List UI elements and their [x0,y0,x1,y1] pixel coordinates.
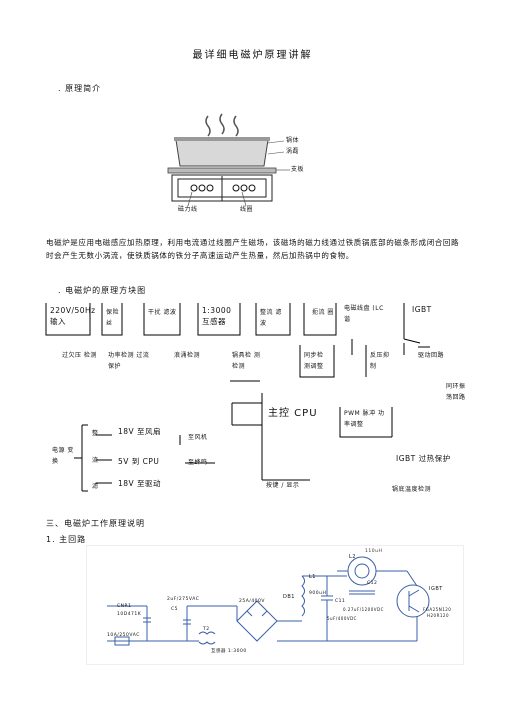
block-fuse: 保险 丝 [106,309,120,327]
sch-5uf: 5uF/400VDC [327,616,357,621]
main-circuit-schematic: 110uH L2 C12 IGBT L1 900uH DB1 25A/400V … [86,545,464,665]
sch-2uf: 2uF/275VAC [167,597,200,602]
sch-t2: T2 [203,627,210,632]
rail-1: 整 [92,430,99,437]
block-diagram: 220V/50Hz 输入 保险 丝 干扰 滤波 1:3000 互感器 整流 滤波… [0,295,505,510]
section-3-heading: 三、电磁炉工作原理说明 [46,519,145,528]
block-igbt: IGBT [412,305,432,314]
rail-18v-drive: 18V 至驱动 [118,479,162,488]
sch-027uf: 0.27uF/1200VDC [343,607,384,612]
intro-paragraph: 电磁炉是应用电磁感应加热原理，利用电流通过线圈产生磁场，该磁场的磁力线通过铁质锅… [46,238,460,260]
sch-c11: C11 [335,599,346,604]
label-pot: 锅体 [286,137,300,144]
block-power-detect: 功率检测 过流保护 [108,352,150,370]
sch-fuse: 10A/250VAC [107,633,140,638]
page-title: 最详细电磁炉原理讲解 [192,50,313,61]
sch-110uh: 110uH [365,549,383,554]
sch-l2: L2 [349,554,356,560]
pan-temp-detect: 锅底温度检测 [392,486,432,493]
sch-25a: 25A/400V [239,599,265,604]
block-oscillator: 同环振 荡回路 [446,383,466,401]
block-filter: 干扰 滤波 [148,309,177,316]
section-2-heading: . 电磁炉的原理方块图 [58,286,147,295]
igbt-overheat: IGBT 过热保护 [396,454,451,463]
sch-h20r: H20R120 [427,613,450,618]
rail-5v-cpu: 5V 到 CPU [118,457,160,466]
section-1-heading: . 原理简介 [58,84,102,93]
block-transformer: 1:3000 互感器 [202,306,232,326]
block-surge-detect: 浪涌检测 [174,352,201,359]
sch-900uh: 900uH [309,591,327,596]
block-sync-detect: 同步检 测调整 [304,352,324,370]
label-eddy: 涡磊 [286,148,300,155]
label-plate: 支板 [291,166,305,173]
block-rectifier: 整流 滤波 [260,309,282,327]
sch-ct: 互感器 1:3000 [211,649,247,654]
sch-cnr1: CNR1 [117,604,132,609]
to-buzzer: 至蜂鸣 [188,459,208,466]
to-fan: 至风机 [188,434,208,441]
rail-3: 滤 [92,483,99,490]
sch-10d471k: 10D471K [117,612,142,617]
block-coil: 电磁线盘 (LC 谐 [344,305,384,323]
block-cpu: 主控 CPU [268,408,318,419]
block-diagram-lines [45,303,430,492]
sch-c12: C12 [367,581,378,586]
block-reverse-suppress: 反压抑 制 [370,352,390,370]
sch-igbt: IGBT [429,586,443,592]
cooker-diagram: 锅体 涡磊 支板 磁力线 线圈 [150,108,305,213]
sch-l1: L1 [309,574,316,580]
block-power-convert: 电源 变换 [52,447,74,465]
rail-18v-fan: 18V 至风扇 [118,427,162,436]
sch-db1: DB1 [283,594,295,600]
block-input: 220V/50Hz 输入 [50,306,96,326]
block-drive: 驱动回路 [418,352,445,359]
block-pan-detect: 锅具检 测检测 [232,352,261,370]
section-3-sub: 1. 主回路 [46,535,87,544]
keys-display: 按键 / 显示 [266,482,300,489]
label-coil: 线圈 [240,206,254,213]
sch-c5: C5 [171,607,179,612]
label-flux: 磁力线 [178,206,198,213]
block-voltage-detect: 过欠压 检测 [62,352,97,359]
block-choke: 扼流 圈 [312,309,334,316]
rail-2: 流 [92,457,99,464]
sch-fga: FGA25N120 [423,607,452,612]
block-pwm: PWM 脉冲 功率调整 [344,410,385,428]
